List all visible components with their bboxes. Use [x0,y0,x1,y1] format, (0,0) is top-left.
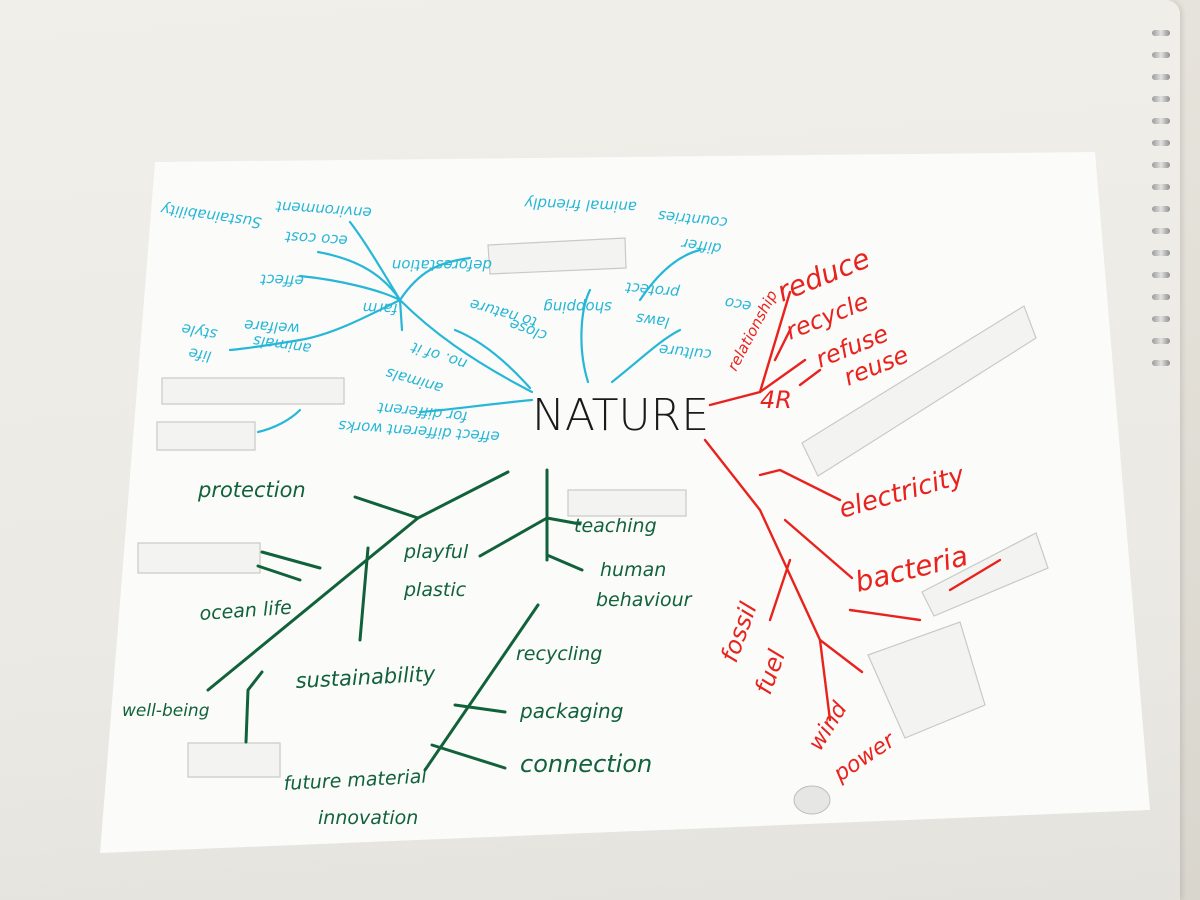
red-word-wind: wind [804,697,853,755]
center-title: NATURE [532,390,709,441]
blue-word-to-nature: to nature [468,295,540,331]
cutout-left-3 [137,542,261,574]
blue-word-effect: effect [259,270,304,290]
blue-word-welfare: welfare [244,316,301,338]
green-word-connection: connection [520,750,652,778]
cutout-bottom-left [187,742,281,778]
green-word-packaging: packaging [519,699,623,723]
cutout-center [567,489,687,517]
cutout-red-1 [801,305,1037,477]
green-branch-lines [206,468,584,772]
blue-word-protect: protect [624,278,682,302]
blue-word-culture: culture [658,341,712,364]
red-word-fuel: fuel [749,646,791,698]
blue-branch-lines [228,220,702,434]
cutout-windows [137,237,1049,778]
red-word-electricity: electricity [836,460,969,524]
blue-word-animal-friendly: animal friendly [523,194,637,216]
cutout-red-3 [867,621,986,739]
green-word-protection: protection [197,478,306,502]
green-word-future-material: future material [283,765,428,794]
green-word-recycling: recycling [516,643,602,665]
blue-word-animals-2: animals [384,364,446,398]
cutout-red-2 [921,532,1049,617]
blue-word-laws: laws [635,309,671,332]
blue-word-no-of-it: no. of it [408,338,469,373]
red-word-fossil: fossil [715,598,762,666]
green-word-playful: playful [403,541,469,563]
green-word-sustainability: sustainability [295,662,436,693]
blue-word-countries: countries [657,207,728,232]
green-word-innovation: innovation [318,807,418,829]
blue-word-eco-cost: eco cost [284,228,349,250]
green-word-human: human [600,559,666,581]
green-word-behaviour: behaviour [596,589,693,611]
blue-word-shopping: shopping [543,298,612,316]
blue-word-environment: environment [274,197,372,222]
blue-word-style: style [180,320,219,344]
green-word-teaching: teaching [574,515,657,537]
green-word-ocean-life: ocean life [199,597,293,625]
clear-sticker-dot [793,785,831,815]
cutout-left-1 [161,377,345,405]
red-word-4r: 4R [760,386,792,414]
blue-word-farm: farm [362,299,398,318]
blue-word-sustainability: Sustainability [158,200,262,232]
cutout-left-2 [156,421,256,451]
blue-word-differ: differ [680,234,723,257]
blue-word-eco: eco [723,293,752,315]
cutout-top [487,237,627,275]
blue-word-life: life [187,344,213,366]
red-word-power: power [829,727,902,787]
green-word-well-being: well-being [122,701,210,721]
green-word-plastic: plastic [403,579,467,601]
spiral-binding [1152,30,1174,390]
red-branch-lines [703,290,1002,722]
blue-word-deforestation: deforestation [392,256,492,274]
